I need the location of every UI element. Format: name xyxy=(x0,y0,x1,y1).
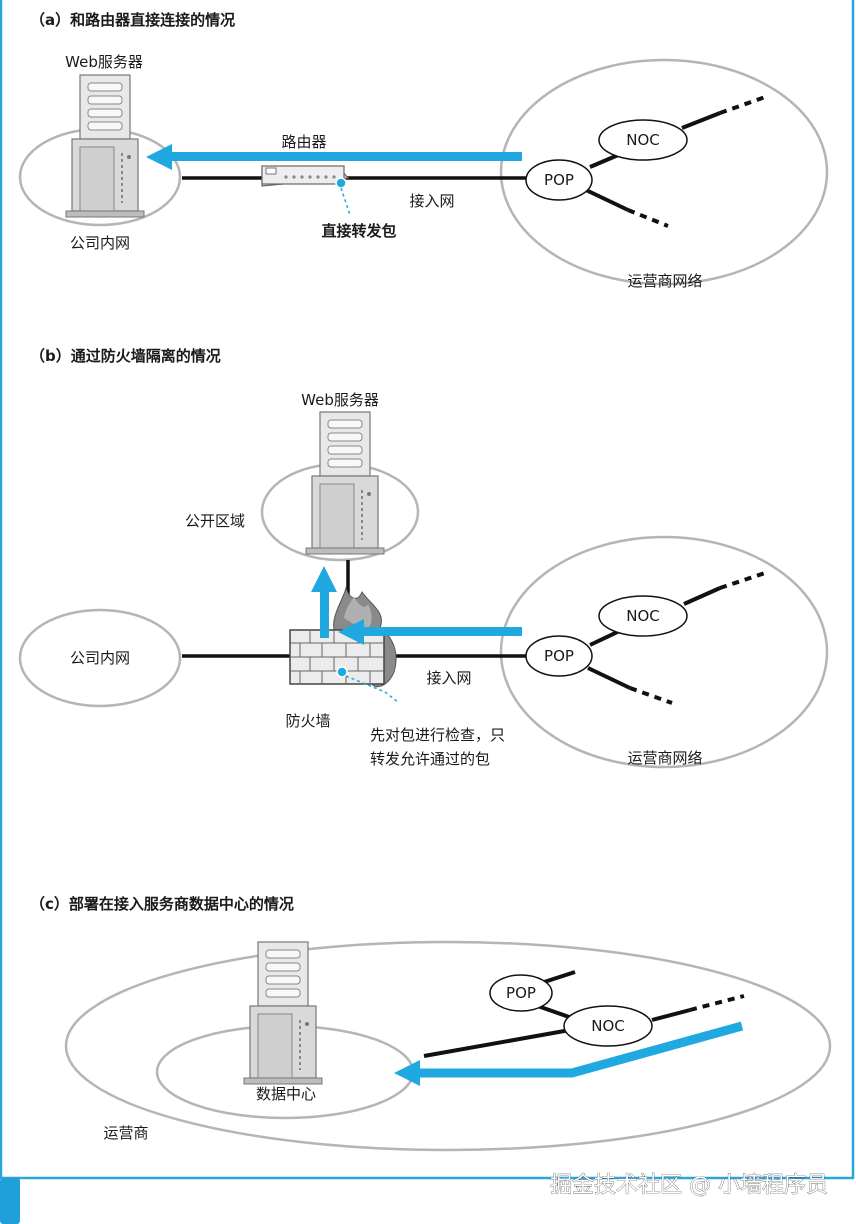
server-icon xyxy=(305,411,385,555)
public-zone-label: 公开区域 xyxy=(185,512,245,530)
noc-node xyxy=(598,119,688,161)
section-b: （b）通过防火墙隔离的情况 xyxy=(18,347,829,769)
check-note-line1: 先对包进行检查，只 xyxy=(370,726,505,744)
section-c: （c）部署在接入服务商数据中心的情况 POP NOC 数据中心 运营商 xyxy=(30,895,832,1152)
access-network-label: 接入网 xyxy=(426,669,471,687)
access-network-label: 接入网 xyxy=(409,192,454,210)
noc-label: NOC xyxy=(626,607,660,625)
web-server-label: Web服务器 xyxy=(301,391,379,409)
router-icon xyxy=(261,165,350,187)
carrier-network-ellipse xyxy=(499,535,829,769)
arrow-icon xyxy=(146,144,522,170)
arrow-icon xyxy=(311,566,522,645)
data-center-label: 数据中心 xyxy=(256,1085,316,1103)
company-network-label: 公司内网 xyxy=(70,234,130,252)
firewall-label: 防火墙 xyxy=(285,712,330,730)
forward-note: 直接转发包 xyxy=(321,222,396,240)
noc-label: NOC xyxy=(626,131,660,149)
pop-label: POP xyxy=(506,984,536,1002)
section-a: （a）和路由器直接连接的情况 NOC POP Web服务器 公司内 xyxy=(18,11,829,290)
router-label: 路由器 xyxy=(281,133,326,151)
company-network-ellipse xyxy=(18,608,182,708)
carrier-network-label: 运营商网络 xyxy=(627,272,702,290)
server-icon xyxy=(65,74,145,218)
pop-node xyxy=(525,635,593,677)
noc-label: NOC xyxy=(591,1017,625,1035)
carrier-network-label: 运营商网络 xyxy=(627,749,702,767)
pop-label: POP xyxy=(544,647,574,665)
carrier-ellipse xyxy=(64,940,832,1152)
pop-label: POP xyxy=(544,171,574,189)
noc-node xyxy=(563,1005,653,1047)
carrier-network-ellipse xyxy=(499,58,829,286)
section-a-title: （a）和路由器直接连接的情况 xyxy=(30,11,235,29)
section-b-title: （b）通过防火墙隔离的情况 xyxy=(30,347,221,365)
carrier-label: 运营商 xyxy=(103,1124,148,1142)
pop-node xyxy=(525,159,593,201)
noc-node xyxy=(598,595,688,637)
watermark: 掘金技术社区 @ 小墙程序员 xyxy=(550,1173,828,1198)
pop-node xyxy=(489,974,553,1012)
web-server-label: Web服务器 xyxy=(65,53,143,71)
server-icon xyxy=(243,941,323,1085)
check-note-line2: 转发允许通过的包 xyxy=(370,750,490,768)
section-c-title: （c）部署在接入服务商数据中心的情况 xyxy=(30,895,294,913)
firewall-icon xyxy=(289,629,385,685)
company-network-label: 公司内网 xyxy=(70,649,130,667)
arrow-icon xyxy=(394,1021,744,1086)
